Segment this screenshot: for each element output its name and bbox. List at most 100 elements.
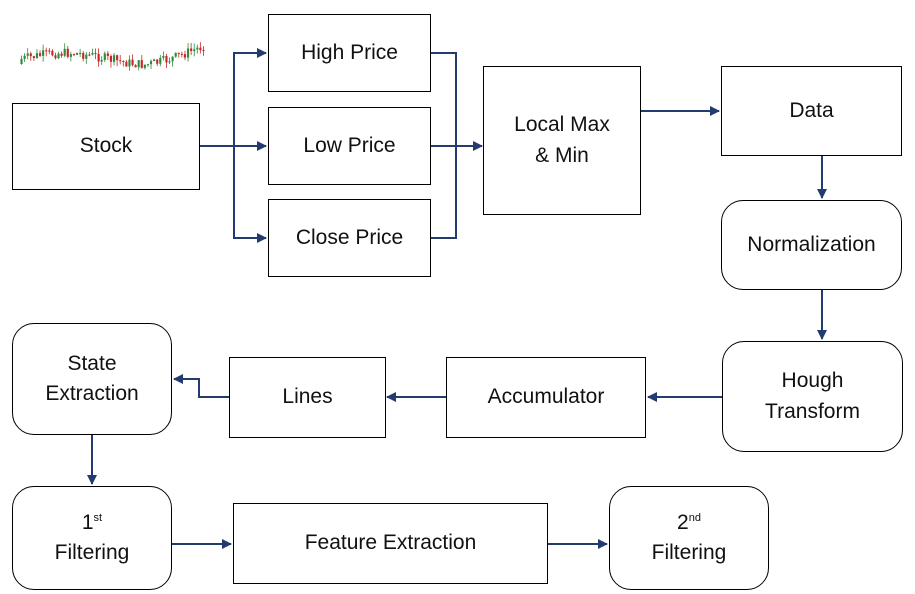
candle-body <box>88 54 91 56</box>
node-close-price-label: Close Price <box>295 225 404 249</box>
node-local-max-min-line1: Local Max <box>514 113 610 137</box>
node-lines: Lines <box>229 357 386 438</box>
candle-body <box>119 60 122 62</box>
candle-body <box>143 64 146 68</box>
candle-body <box>199 47 202 51</box>
node-data-label: Data <box>789 98 834 122</box>
candle-body <box>79 52 82 54</box>
node-accumulator-label: Accumulator <box>487 385 605 409</box>
candle-body <box>23 55 26 59</box>
node-feature-extraction: Feature Extraction <box>233 503 548 584</box>
candle-body <box>45 50 48 52</box>
candle-body <box>32 56 35 58</box>
candle-body <box>97 53 100 62</box>
candle-body <box>122 60 125 62</box>
candle-body <box>125 61 128 67</box>
candle-body <box>51 50 54 56</box>
node-hough-transform: Hough Transform <box>722 341 903 452</box>
candle-body <box>180 53 183 55</box>
candle-body <box>91 53 94 55</box>
candle-body <box>57 53 60 59</box>
candle-body <box>174 52 177 57</box>
candle-body <box>168 61 171 63</box>
node-second-filtering-label: Filtering <box>651 541 727 564</box>
candle-body <box>137 60 140 68</box>
candle-body <box>42 50 45 56</box>
node-first-filtering-ordinal: 1st <box>55 508 130 538</box>
candlestick-chart-icon <box>20 42 205 71</box>
second-filter-suffix: nd <box>688 511 701 524</box>
node-feature-extraction-label: Feature Extraction <box>304 531 477 555</box>
node-lines-label: Lines <box>282 385 333 409</box>
candle-body <box>153 59 156 62</box>
stock-to-high-arrow <box>233 48 267 146</box>
candle-body <box>26 53 29 56</box>
lines-to-state-arrow <box>173 374 229 398</box>
candle-body <box>100 59 103 62</box>
candle-body <box>29 53 32 57</box>
candle-body <box>103 53 106 60</box>
candle-body <box>183 54 187 58</box>
node-hough-line2: Transform <box>765 399 860 423</box>
candle-body <box>94 53 97 55</box>
candle-body <box>75 53 79 55</box>
second-filter-number: 2 <box>677 510 689 534</box>
candle-body <box>112 55 116 62</box>
node-hough-line1: Hough <box>781 369 844 393</box>
candle-body <box>190 48 193 52</box>
candle-body <box>106 53 109 56</box>
node-accumulator: Accumulator <box>446 357 646 438</box>
candle-body <box>162 56 165 58</box>
node-high-price-label: High Price <box>301 40 398 64</box>
candle-body <box>69 54 72 57</box>
node-data: Data <box>721 66 902 156</box>
candle-body <box>156 59 159 64</box>
candle-body <box>85 54 88 59</box>
candle-body <box>20 58 23 64</box>
candle-body <box>171 56 174 62</box>
first-filter-number: 1 <box>81 510 94 534</box>
candle-body <box>109 55 113 62</box>
candle-body <box>149 61 153 65</box>
candle-body <box>140 60 143 68</box>
candle-body <box>131 59 134 66</box>
candle-body <box>186 48 190 58</box>
node-high-price: High Price <box>268 14 431 92</box>
node-local-max-min-line2: & Min <box>535 143 589 167</box>
candle-body <box>159 57 162 64</box>
node-normalization-label: Normalization <box>747 232 876 256</box>
candle-body <box>38 53 42 56</box>
candle-body <box>48 50 51 52</box>
candle-body <box>63 48 66 56</box>
node-first-filtering-label: Filtering <box>54 541 130 564</box>
candle-body <box>35 53 39 58</box>
candle-body <box>134 65 137 68</box>
node-close-price: Close Price <box>268 199 431 277</box>
candle-body <box>202 50 205 52</box>
candle-body <box>72 54 76 56</box>
candle-body <box>177 52 180 54</box>
candle-body <box>196 47 199 50</box>
node-low-price: Low Price <box>268 107 431 185</box>
candle-body <box>82 52 85 59</box>
node-local-max-min: Local Max & Min <box>483 66 641 215</box>
candle-body <box>128 59 131 67</box>
candle-body <box>60 53 63 56</box>
candle-body <box>54 55 57 59</box>
node-state-extraction: State Extraction <box>12 323 172 435</box>
node-stock-label: Stock <box>79 134 133 158</box>
node-second-filtering-ordinal: 2nd <box>652 508 727 538</box>
candle-body <box>66 48 69 57</box>
candle-body <box>146 64 150 66</box>
node-normalization: Normalization <box>721 200 902 290</box>
stock-to-close-arrow <box>233 146 267 243</box>
first-filter-suffix: st <box>93 511 103 524</box>
node-stock: Stock <box>12 103 200 190</box>
node-state-extraction-line1: State <box>67 351 117 375</box>
node-first-filtering: 1st Filtering <box>12 486 172 590</box>
candle-body <box>193 49 196 52</box>
candle-body <box>116 55 119 61</box>
candle-body <box>165 56 168 63</box>
node-state-extraction-line2: Extraction <box>45 382 139 405</box>
node-second-filtering: 2nd Filtering <box>609 486 769 590</box>
